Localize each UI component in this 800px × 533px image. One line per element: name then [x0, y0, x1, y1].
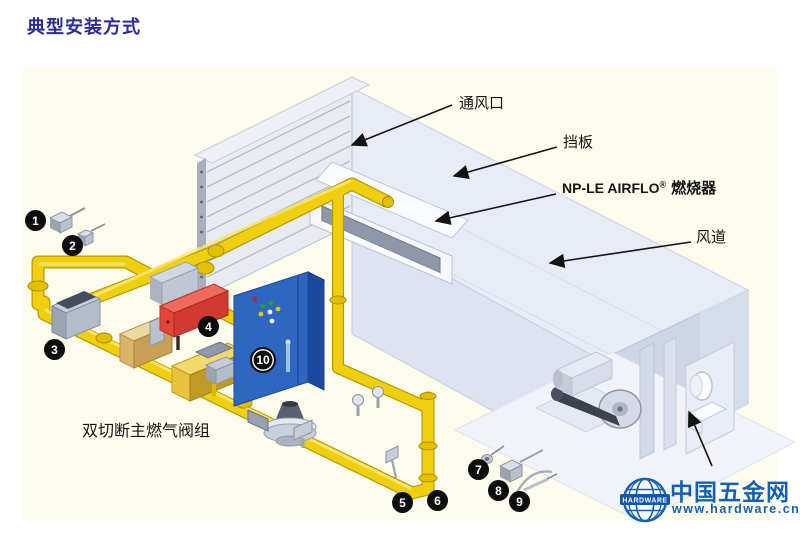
- fan-pointer-arrow: [688, 410, 713, 467]
- globe-icon: HARDWARE: [620, 477, 670, 523]
- label-damper: 挡板: [563, 134, 594, 151]
- watermark-site-name: 中国五金网: [670, 479, 790, 505]
- label-burner: NP-LE AIRFLO® 燃烧器: [562, 177, 716, 198]
- vent-arrow: [350, 104, 453, 147]
- burner-arrow: [434, 193, 557, 225]
- callout-1: 1: [25, 210, 46, 231]
- burner-type: 燃烧器: [671, 180, 717, 197]
- callout-6: 6: [427, 490, 448, 511]
- pipe-flanges: [27, 196, 438, 483]
- callout-5: 5: [392, 492, 413, 513]
- red-governor: [149, 283, 230, 350]
- control-cabinet: [232, 271, 326, 407]
- label-vent: 通风口: [459, 95, 505, 112]
- label-duct: 风道: [696, 229, 727, 246]
- label-valve-group: 双切断主燃气阀组: [82, 423, 211, 440]
- globe-banner-text: HARDWARE: [622, 497, 667, 504]
- callout-10: 10: [250, 347, 276, 373]
- callout-2: 2: [62, 235, 83, 256]
- label-arrows: [350, 104, 713, 467]
- burner-name: NP-LE AIRFLO: [562, 180, 660, 196]
- callout-7: 7: [468, 459, 489, 480]
- callout-3: 3: [44, 339, 65, 360]
- callout-4: 4: [198, 316, 219, 337]
- registered-mark: ®: [659, 179, 667, 190]
- damper-arrow: [452, 146, 558, 180]
- burner-opening: [309, 195, 453, 285]
- callout-8: 8: [488, 480, 509, 501]
- duct-arrow: [548, 241, 692, 269]
- page-title: 典型安装方式: [27, 17, 141, 37]
- watermark-site-url: www.hardware.cn: [672, 502, 800, 516]
- callout-9: 9: [509, 491, 530, 512]
